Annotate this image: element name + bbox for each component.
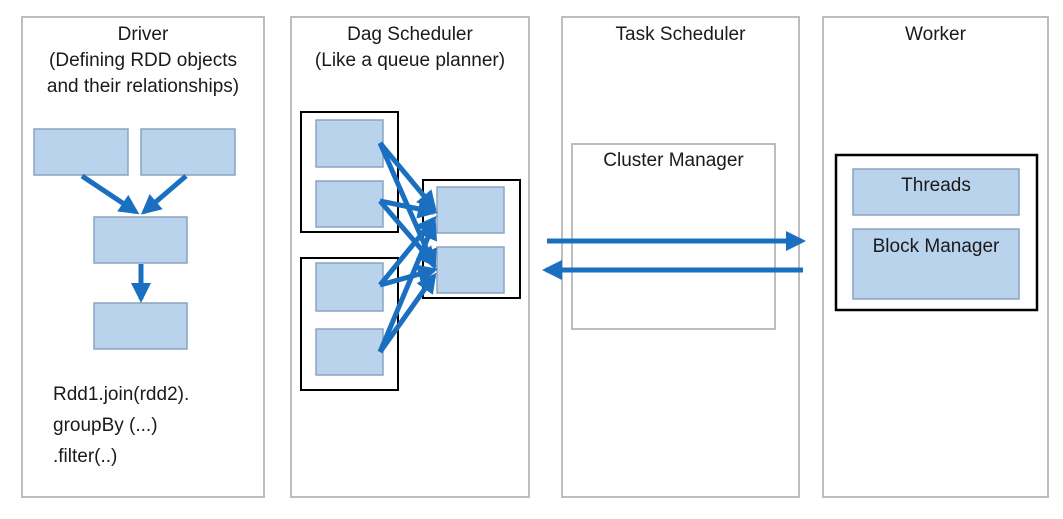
- dag-arrow-2-to-5: [379, 198, 438, 219]
- worker-title: Worker: [905, 24, 966, 45]
- task-scheduler-title: Task Scheduler: [615, 24, 746, 45]
- dag-arrow-4-to-6: [377, 272, 437, 354]
- dag-task-box-2: [315, 180, 384, 228]
- dag-arrow-2-to-6: [378, 199, 437, 268]
- driver-rdd-box-top-right: [140, 128, 236, 176]
- driver-arrow-left-to-middle: [80, 173, 140, 215]
- driver-rdd-box-middle: [93, 216, 188, 264]
- driver-arrow-right-to-middle: [140, 174, 188, 215]
- dag-task-box-6: [436, 246, 505, 294]
- driver-code-line-2: groupBy (...): [53, 415, 158, 436]
- dag-scheduler-title: Dag Scheduler: [347, 24, 473, 45]
- driver-rdd-box-bottom: [93, 302, 188, 350]
- threads-box: [852, 168, 1020, 216]
- worker-executor-frame: [834, 153, 1039, 312]
- driver-code-line-3: .filter(..): [53, 446, 118, 467]
- block-manager-box: [852, 228, 1020, 300]
- cluster-manager-box: [571, 143, 776, 330]
- driver-subtitle-line-2: and their relationships): [46, 76, 240, 97]
- dag-task-box-3: [315, 262, 384, 312]
- dag-task-box-1: [315, 119, 384, 168]
- driver-title: Driver: [117, 24, 169, 45]
- dag-arrow-4-to-5: [377, 219, 438, 353]
- driver-subtitle-line-1: (Defining RDD objects: [49, 50, 237, 71]
- dag-arrow-1-to-5: [378, 141, 437, 212]
- driver-code-line-1: Rdd1.join(rdd2).: [53, 384, 190, 405]
- dag-arrow-3-to-6: [379, 264, 438, 288]
- driver-panel: Driver (Defining RDD objects and their r…: [21, 16, 265, 498]
- cluster-manager-label: Cluster Manager: [603, 150, 744, 171]
- dag-stage-frame-top: [300, 111, 399, 233]
- threads-label: Threads: [901, 175, 971, 196]
- dag-task-box-4: [315, 328, 384, 376]
- dag-scheduler-subtitle: (Like a queue planner): [314, 50, 506, 71]
- dag-task-box-5: [436, 186, 505, 234]
- block-manager-label: Block Manager: [872, 236, 1000, 257]
- driver-rdd-box-top-left: [33, 128, 129, 176]
